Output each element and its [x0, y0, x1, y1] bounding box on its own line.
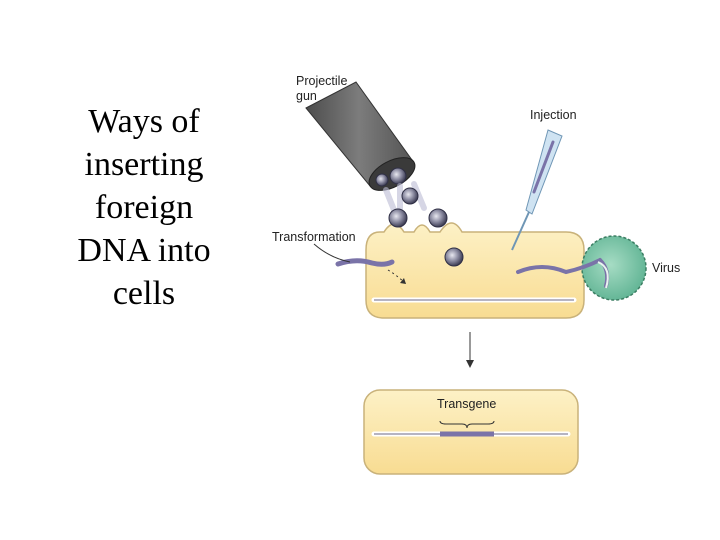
projectile-bead	[401, 187, 419, 205]
transgenic-cell	[363, 389, 579, 475]
projectile-trajectory	[383, 181, 427, 213]
title-line-1: Ways of	[88, 103, 200, 140]
title-line-5: cells	[112, 275, 176, 312]
label-virus: Virus	[652, 261, 680, 275]
viral-dna-inner	[597, 261, 609, 289]
label-projectile-gun-1: Projectile	[296, 74, 347, 88]
projectile-bead	[428, 208, 448, 228]
label-transformation: Transformation	[272, 230, 356, 244]
slide-title: Ways of inserting foreign DNA into cells	[62, 100, 226, 315]
transformation-dna	[313, 243, 407, 285]
title-line-4: DNA into	[77, 232, 211, 269]
virus-particle	[516, 235, 647, 301]
upper-cell-body	[365, 222, 585, 319]
virus-capsid	[581, 235, 647, 301]
label-projectile-gun-2: gun	[296, 89, 317, 103]
injection-needle	[511, 129, 563, 251]
recipient-cell-upper	[365, 222, 585, 319]
title-line-3: foreign	[94, 189, 194, 226]
label-injection: Injection	[530, 108, 577, 122]
needle-dna	[532, 140, 555, 194]
process-arrow	[466, 332, 474, 368]
needle-body	[525, 129, 563, 215]
transformation-arrow	[313, 243, 351, 263]
needle-tip	[511, 211, 530, 251]
label-transgene: Transgene	[437, 397, 496, 411]
title-line-2: inserting	[84, 146, 204, 183]
transgene-brace	[439, 420, 495, 429]
projectile-gun	[305, 81, 464, 267]
projectile-bead	[444, 247, 464, 267]
projectile-bead	[388, 208, 408, 228]
